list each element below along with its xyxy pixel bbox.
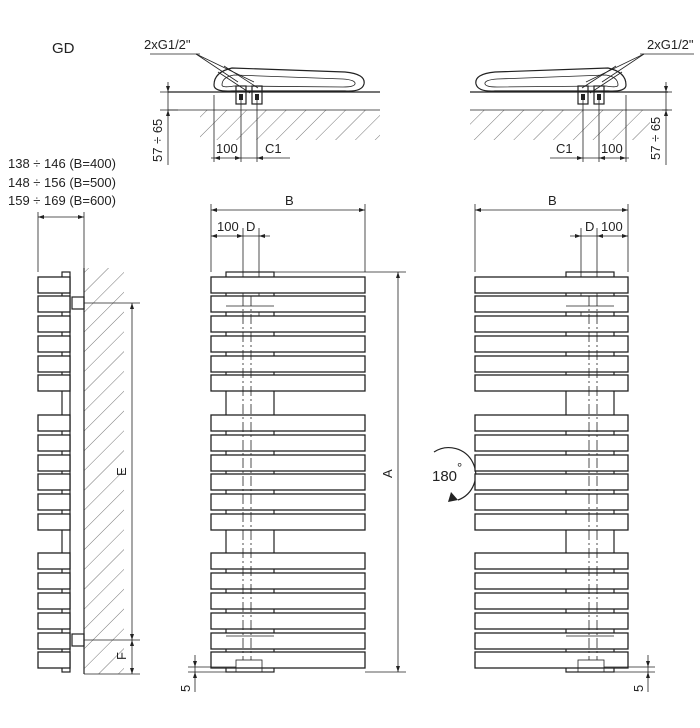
connection-label-right: 2xG1/2" xyxy=(647,37,694,52)
front-right-bar-8 xyxy=(474,434,629,452)
dim-b-label-left: B xyxy=(285,193,294,208)
front-left-bar-3 xyxy=(210,315,366,333)
top-view-right xyxy=(470,53,694,165)
side-bar-4 xyxy=(37,335,71,353)
depth-note-500: 148 ÷ 156 (B=500) xyxy=(8,175,116,190)
side-bar-11 xyxy=(37,493,71,511)
depth-note-400: 138 ÷ 146 (B=400) xyxy=(8,156,116,171)
front-left-bar-17 xyxy=(210,632,366,650)
side-bar-18 xyxy=(37,651,71,669)
front-right-bar-12 xyxy=(474,513,629,531)
side-bar-3 xyxy=(37,315,71,333)
front-right-bar-16 xyxy=(474,612,629,630)
offset-label-right: 100 xyxy=(601,141,623,156)
dim-d-label-left: D xyxy=(246,219,255,234)
front-right-bar-7 xyxy=(474,414,629,432)
dim-d-label-right: D xyxy=(585,219,594,234)
front-left-bar-2 xyxy=(210,295,366,313)
offset-label-left: 100 xyxy=(216,141,238,156)
side-bar-5 xyxy=(37,355,71,373)
side-bar-7 xyxy=(37,414,71,432)
front-left-bar-8 xyxy=(210,434,366,452)
front-right-bar-2 xyxy=(474,295,629,313)
side-bar-2 xyxy=(37,295,71,313)
front-left-bar-15 xyxy=(210,592,366,610)
rotation-arrow-icon xyxy=(433,447,477,502)
front-right-bar-17 xyxy=(474,632,629,650)
side-bar-12 xyxy=(37,513,71,531)
front-left-bar-13 xyxy=(210,552,366,570)
front-left-bar-11 xyxy=(210,493,366,511)
front-left-bar-1 xyxy=(210,276,366,294)
dim-offset-label-right: 100 xyxy=(601,219,623,234)
dim-e-label: E xyxy=(114,467,129,476)
front-left-bar-5 xyxy=(210,355,366,373)
front-view-left xyxy=(188,204,406,692)
front-right-bar-1 xyxy=(474,276,629,294)
front-left-bar-14 xyxy=(210,572,366,590)
c1-label-right: C1 xyxy=(556,141,573,156)
front-left-bar-7 xyxy=(210,414,366,432)
side-bar-10 xyxy=(37,473,71,491)
front-right-bar-9 xyxy=(474,454,629,472)
side-view xyxy=(37,212,140,675)
rotation-degree: ° xyxy=(457,460,462,475)
model-label: GD xyxy=(52,40,75,57)
top-view-left xyxy=(150,53,380,165)
dim-f-label: F xyxy=(114,652,129,660)
side-bar-9 xyxy=(37,454,71,472)
side-bar-13 xyxy=(37,552,71,570)
front-right-bar-10 xyxy=(474,473,629,491)
front-right-bar-6 xyxy=(474,374,629,392)
front-left-bar-10 xyxy=(210,473,366,491)
c1-label-left: C1 xyxy=(265,141,282,156)
side-bar-15 xyxy=(37,592,71,610)
front-left-bar-9 xyxy=(210,454,366,472)
rotation-label: 180 xyxy=(432,468,457,485)
front-left-bar-4 xyxy=(210,335,366,353)
dim-bottom-label-left: 5 xyxy=(178,685,193,692)
front-right-bar-13 xyxy=(474,552,629,570)
dim-offset-label-left: 100 xyxy=(217,219,239,234)
side-bar-14 xyxy=(37,572,71,590)
front-right-bar-5 xyxy=(474,355,629,373)
side-bar-8 xyxy=(37,434,71,452)
front-right-bar-11 xyxy=(474,493,629,511)
height-label-right: 57 ÷ 65 xyxy=(648,117,663,160)
height-label-left: 57 ÷ 65 xyxy=(150,119,165,162)
side-bar-6 xyxy=(37,374,71,392)
dim-a-label: A xyxy=(380,469,395,478)
side-bar-16 xyxy=(37,612,71,630)
front-right-bar-18 xyxy=(474,651,629,669)
connection-label-left: 2xG1/2" xyxy=(144,37,191,52)
front-right-bar-15 xyxy=(474,592,629,610)
front-left-bar-18 xyxy=(210,651,366,669)
front-left-bar-6 xyxy=(210,374,366,392)
front-right-bar-4 xyxy=(474,335,629,353)
front-view-right xyxy=(474,204,655,692)
side-bar-1 xyxy=(37,276,71,294)
front-left-bar-16 xyxy=(210,612,366,630)
side-bar-17 xyxy=(37,632,71,650)
front-right-bar-14 xyxy=(474,572,629,590)
front-right-bar-3 xyxy=(474,315,629,333)
depth-note-600: 159 ÷ 169 (B=600) xyxy=(8,193,116,208)
dim-b-label-right: B xyxy=(548,193,557,208)
dim-bottom-label-right: 5 xyxy=(631,685,646,692)
front-left-bar-12 xyxy=(210,513,366,531)
